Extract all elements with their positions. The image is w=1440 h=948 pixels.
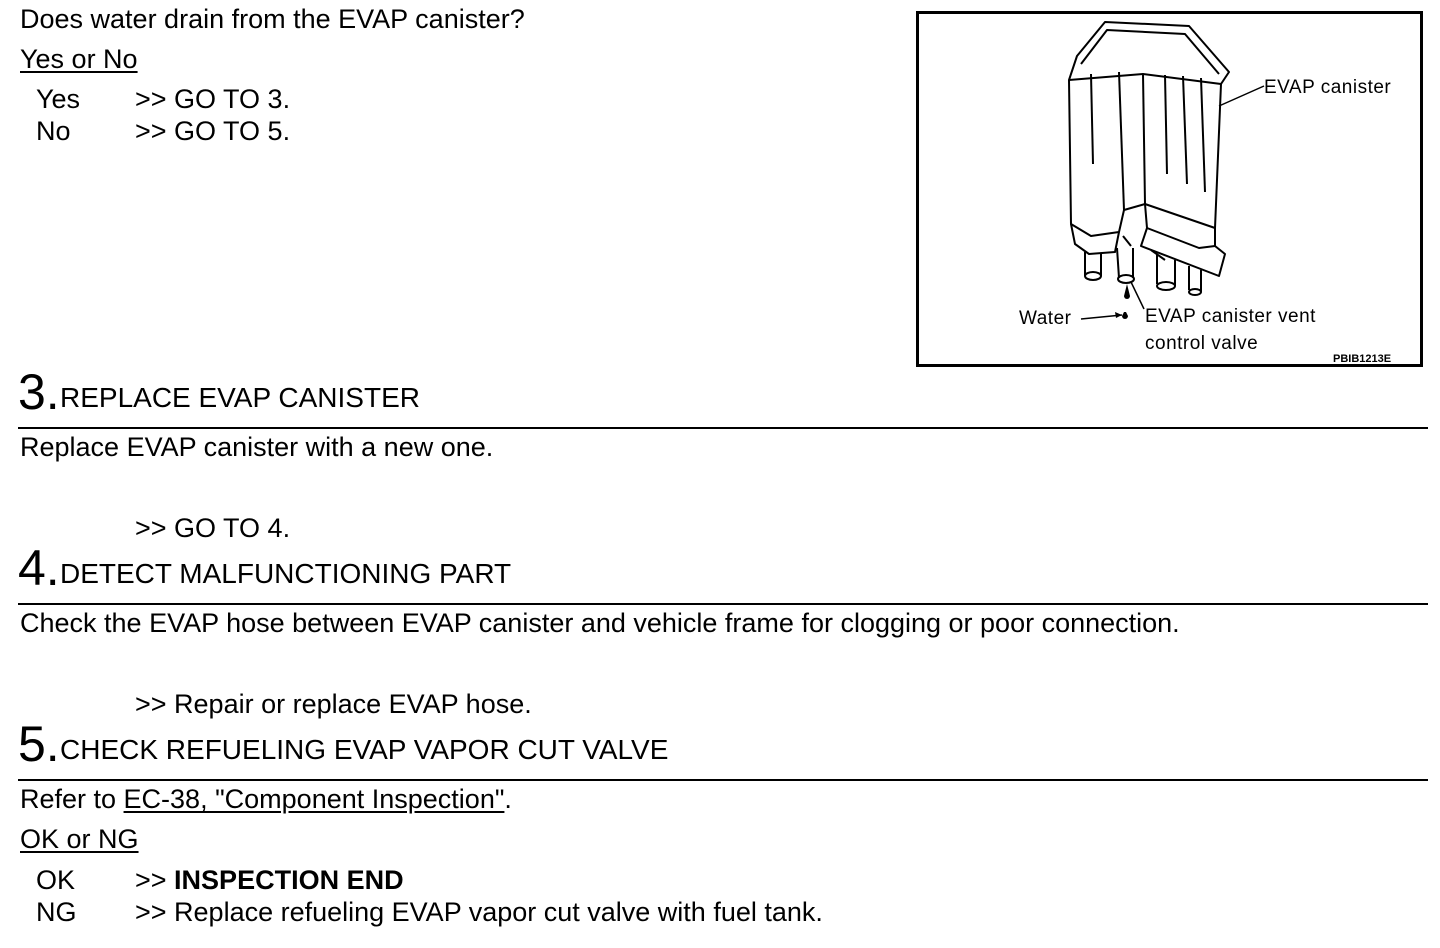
step4-divider [18,603,1428,605]
label-vent-valve-line2: control valve [1145,333,1259,354]
step5-ref-suffix: . [504,784,512,814]
step4-text: Check the EVAP hose between EVAP caniste… [20,608,1180,638]
component-inspection-link[interactable]: EC-38, "Component Inspection" [123,784,505,814]
ng-key: NG [36,897,77,927]
step4-title: DETECT MALFUNCTIONING PART [60,558,512,589]
step3-number: 3. [18,364,60,420]
step5-title: CHECK REFUELING EVAP VAPOR CUT VALVE [60,734,669,765]
ok-action-row: >> INSPECTION END [135,864,404,896]
step4-number: 4. [18,540,60,596]
ok-key: OK [36,865,76,895]
ok-action-prefix: >> [135,865,175,895]
step5-reference: Refer to EC-38, "Component Inspection". [20,783,512,815]
question-text: Does water drain from the EVAP canister? [20,4,525,34]
evap-canister-drawing [1068,21,1265,320]
step5-number: 5. [18,716,60,772]
step5-divider [18,779,1428,781]
step4-action: >> Repair or replace EVAP hose. [135,689,532,719]
yes-action: >> GO TO 3. [135,84,291,114]
step3-action: >> GO TO 4. [135,513,291,543]
label-evap-canister: EVAP canister [1264,77,1392,98]
no-action: >> GO TO 5. [135,116,291,146]
no-key: No [36,116,71,146]
choice-title-ok-ng: OK or NG [20,824,139,854]
step3-divider [18,427,1428,429]
step5-ref-prefix: Refer to [20,784,124,814]
evap-canister-figure: EVAP canister Water EVAP canister vent c… [916,11,1423,367]
step3-text: Replace EVAP canister with a new one. [20,432,494,462]
figure-code: PBIB1213E [1333,353,1392,365]
step3-title: REPLACE EVAP CANISTER [60,382,420,413]
ng-action: >> Replace refueling EVAP vapor cut valv… [135,897,823,927]
label-water: Water [1019,308,1072,329]
choice-title-yes-no: Yes or No [20,44,138,74]
label-vent-valve-line1: EVAP canister vent [1145,306,1316,327]
water-drop-icon [1124,284,1130,299]
yes-key: Yes [36,84,81,114]
ok-action: INSPECTION END [174,865,404,895]
